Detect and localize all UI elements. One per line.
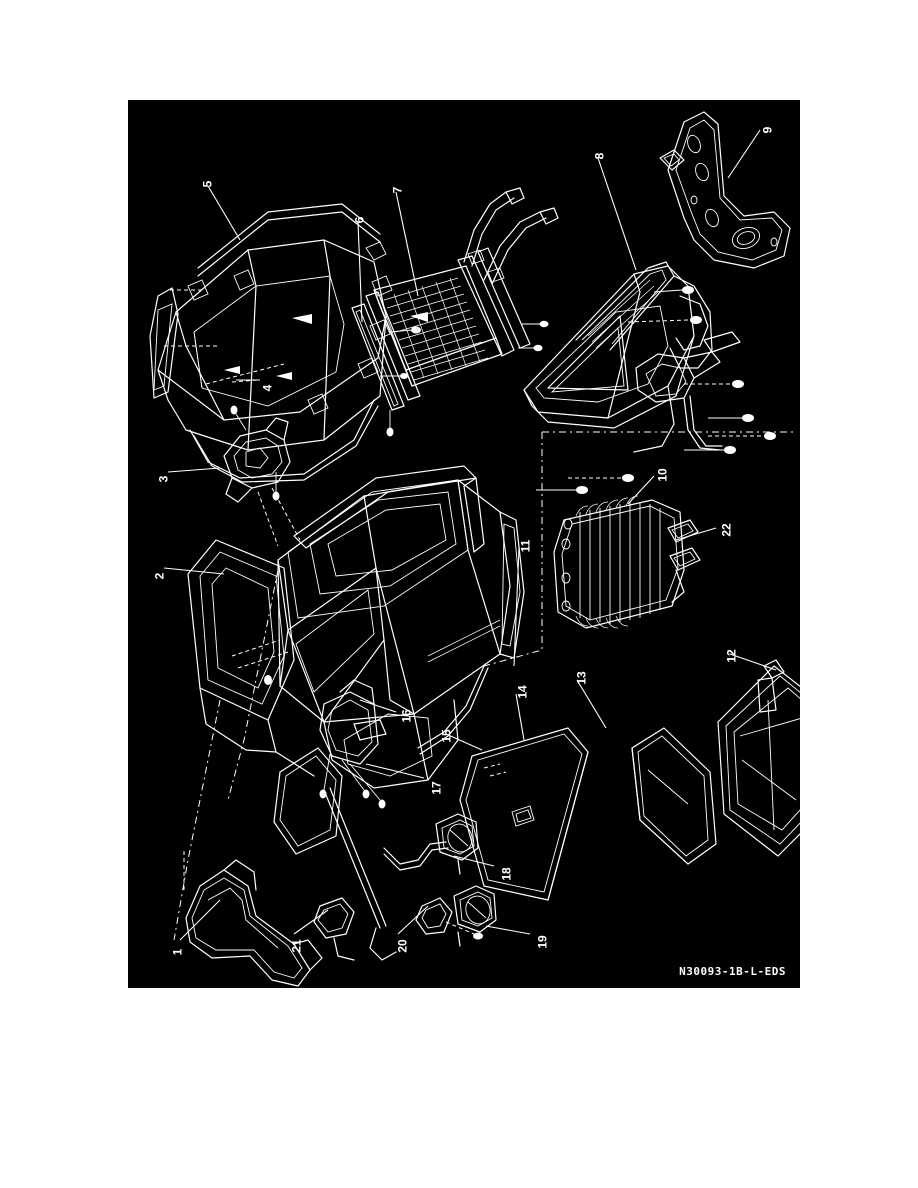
- part-group-upper-left-case: [149, 203, 421, 501]
- part-group-door-and-seals: [459, 659, 800, 901]
- leader-line-9: [727, 129, 761, 179]
- part-group-heater-core: [351, 187, 559, 437]
- leader-line-5: [207, 185, 241, 241]
- part-group-lower-duct: [183, 848, 323, 987]
- drawing-number-caption: N30093-1B-L-EDS: [679, 965, 786, 978]
- leader-line-17: [365, 763, 425, 779]
- part-group-upper-right-duct: [292, 111, 791, 494]
- leader-line-7: [395, 191, 419, 297]
- leader-line-18: [453, 855, 495, 867]
- leader-line-16: [359, 699, 397, 713]
- part-group-main-case: [173, 405, 525, 941]
- leader-line-2: [163, 567, 225, 575]
- exploded-diagram-artwork: [149, 111, 800, 987]
- section-boundary: [483, 431, 796, 667]
- leader-line-21: [293, 909, 329, 935]
- callout-leader-lines: [163, 129, 777, 941]
- part-group-evaporator-core: [553, 495, 701, 629]
- leader-line-15: [445, 733, 483, 751]
- leader-line-22: [675, 527, 717, 541]
- part-group-linkage-and-knobs: [273, 679, 497, 961]
- leader-line-12: [729, 653, 777, 671]
- leader-line-13: [576, 679, 607, 729]
- leader-line-8: [597, 157, 637, 271]
- leader-line-10: [627, 475, 655, 505]
- leader-line-19: [485, 925, 531, 935]
- leader-line-14: [515, 693, 525, 741]
- leader-line-1: [179, 899, 221, 941]
- leader-line-6: [357, 221, 363, 323]
- leader-line-3: [167, 467, 221, 473]
- leader-line-11: [513, 547, 520, 667]
- leader-line-20: [397, 905, 429, 935]
